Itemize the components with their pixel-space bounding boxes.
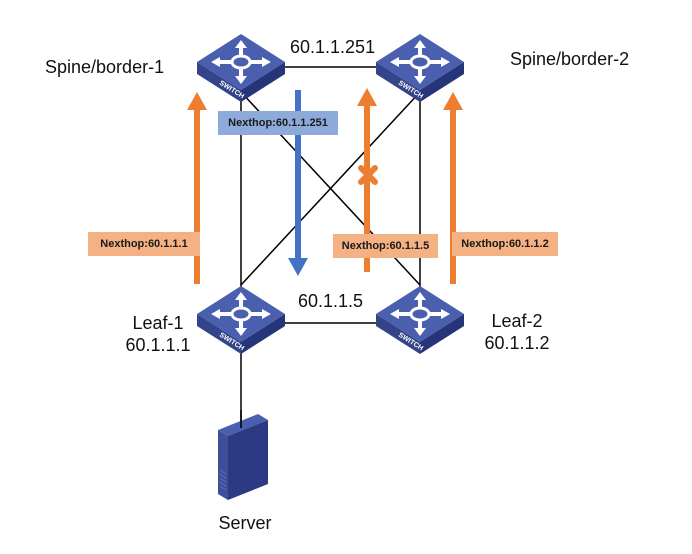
nexthop-label-leaf2: Nexthop:60.1.1.2 [452, 232, 558, 256]
nexthop-label-vip: Nexthop:60.1.1.5 [333, 234, 438, 258]
arrow-down-spine1 [288, 90, 308, 276]
leaf-link-ip: 60.1.1.5 [298, 291, 364, 311]
nexthop-label-leaf1: Nexthop:60.1.1.1 [88, 232, 200, 256]
leaf1-ip: 60.1.1.1 [125, 335, 191, 355]
spine2-label: Spine/border-2 [510, 49, 630, 69]
leaf1-label: Leaf-1 [132, 313, 184, 333]
server-label: Server [218, 513, 272, 533]
x-mark-icon [358, 165, 378, 185]
switch-icon-spine1: SWITCH [195, 32, 287, 104]
arrow-up-leaf1 [187, 92, 207, 284]
nexthop-label-spine: Nexthop:60.1.1.251 [218, 111, 338, 135]
switch-icon-leaf2: SWITCH [374, 284, 466, 356]
leaf2-ip: 60.1.1.2 [484, 333, 550, 353]
orange-arrows [187, 88, 463, 284]
link-spine2-leaf1 [240, 91, 421, 286]
arrow-up-leaf2 [443, 92, 463, 284]
spine1-label: Spine/border-1 [45, 57, 165, 77]
leaf2-label: Leaf-2 [491, 311, 543, 331]
arrow-up-vip [357, 88, 377, 272]
switch-icon-leaf1: SWITCH [195, 284, 287, 356]
server-icon [218, 410, 268, 500]
switch-icon-spine2: SWITCH [374, 32, 466, 104]
spine-link-ip: 60.1.1.251 [290, 37, 376, 57]
